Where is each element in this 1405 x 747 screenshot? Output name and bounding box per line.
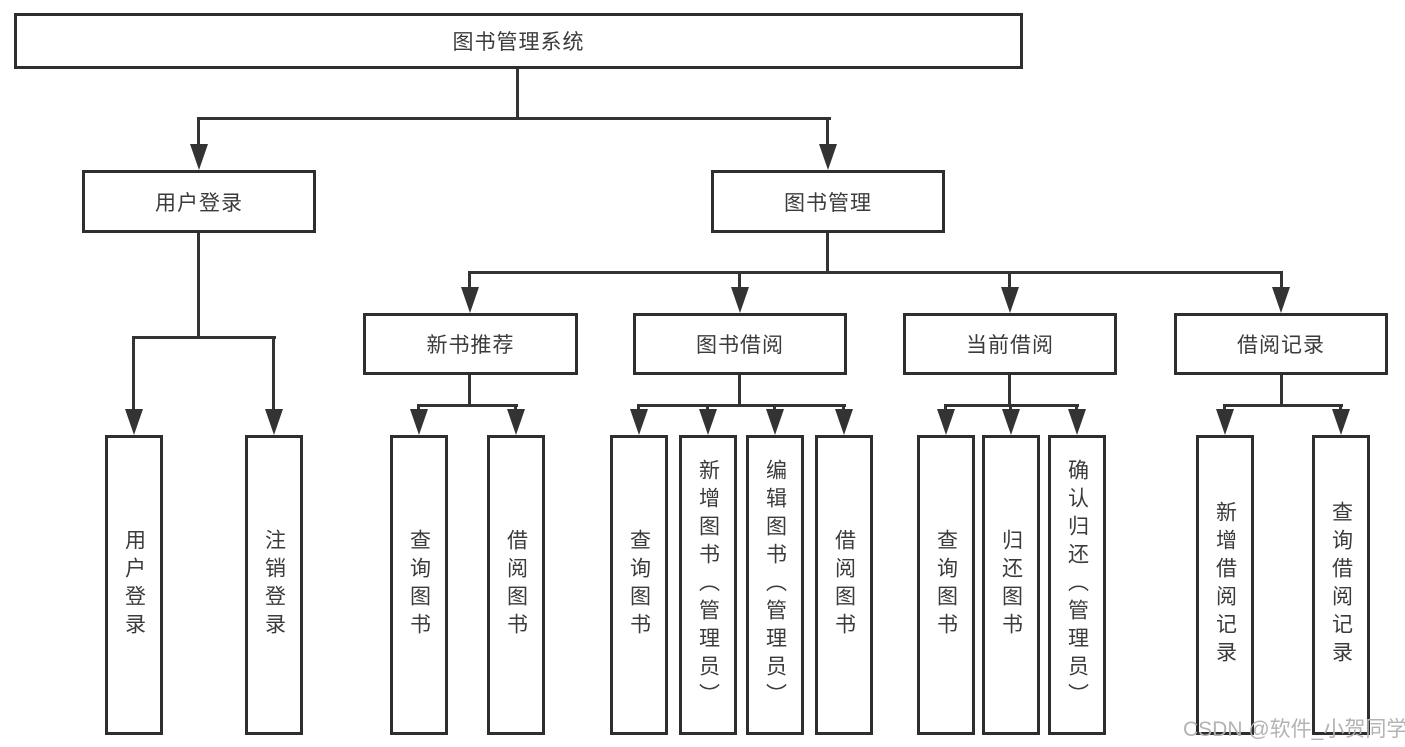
arrow-down-icon <box>1001 287 1019 313</box>
connector-line <box>1008 271 1011 289</box>
leaf-label: 借阅图书 <box>504 529 528 641</box>
leaf-edit-books-admin: 编辑图书（管理员） <box>746 435 804 735</box>
leaf-label: 注销登录 <box>262 529 286 641</box>
arrow-down-icon <box>819 144 837 170</box>
arrow-down-icon <box>630 409 648 435</box>
connector-line <box>1339 404 1342 413</box>
connector-line <box>514 404 517 413</box>
connector-line <box>773 404 776 413</box>
connector-line <box>637 404 846 407</box>
connector-line <box>197 233 200 337</box>
arrow-down-icon <box>1272 287 1290 313</box>
connector-line <box>197 117 200 149</box>
node-borrow-records: 借阅记录 <box>1174 313 1388 375</box>
connector-line <box>738 271 741 289</box>
node-book-borrow-label: 图书借阅 <box>696 334 784 357</box>
arrow-down-icon <box>1002 409 1020 435</box>
connector-line <box>1009 404 1012 413</box>
leaf-add-books-admin: 新增图书（管理员） <box>679 435 737 735</box>
node-root: 图书管理系统 <box>14 13 1023 69</box>
leaf-label: 查询图书 <box>934 529 958 641</box>
connector-line <box>1008 375 1011 407</box>
arrow-down-icon <box>125 409 143 435</box>
arrow-down-icon <box>699 409 717 435</box>
arrow-down-icon <box>190 144 208 170</box>
leaf-confirm-return-admin: 确认归还（管理员） <box>1048 435 1106 735</box>
connector-line <box>842 404 845 413</box>
leaf-label: 查询借阅记录 <box>1329 501 1353 669</box>
node-user-login-label: 用户登录 <box>155 191 243 215</box>
leaf-label: 查询图书 <box>407 529 431 641</box>
node-current-borrow: 当前借阅 <box>903 313 1117 375</box>
arrow-down-icon <box>1216 409 1234 435</box>
leaf-return-books: 归还图书 <box>982 435 1040 735</box>
node-borrow-records-label: 借阅记录 <box>1237 334 1325 357</box>
node-book-management: 图书管理 <box>711 170 945 233</box>
arrow-down-icon <box>937 409 955 435</box>
node-book-borrow: 图书借阅 <box>633 313 847 375</box>
connector-line <box>132 336 276 339</box>
connector-line <box>826 117 829 149</box>
leaf-label: 借阅图书 <box>832 529 856 641</box>
arrow-down-icon <box>507 409 525 435</box>
connector-line <box>1280 271 1283 289</box>
arrow-down-icon <box>1068 409 1086 435</box>
connector-line <box>1075 404 1078 413</box>
leaf-query-books-3: 查询图书 <box>917 435 975 735</box>
node-user-login: 用户登录 <box>82 170 316 233</box>
arrow-down-icon <box>410 409 428 435</box>
connector-line <box>826 233 829 273</box>
leaf-label: 用户登录 <box>122 529 146 641</box>
arrow-down-icon <box>766 409 784 435</box>
csdn-watermark: CSDN @软件_小贺同学 <box>1183 718 1405 741</box>
leaf-label: 查询图书 <box>627 529 651 641</box>
leaf-label: 新增图书（管理员） <box>696 459 720 711</box>
connector-line <box>516 69 519 118</box>
node-book-management-label: 图书管理 <box>784 191 872 215</box>
connector-line <box>1280 375 1283 407</box>
leaf-add-borrow-record: 新增借阅记录 <box>1196 435 1254 735</box>
connector-line <box>417 404 420 413</box>
connector-line <box>706 404 709 413</box>
leaf-label: 编辑图书（管理员） <box>763 459 787 711</box>
connector-line <box>738 375 741 407</box>
connector-line <box>637 404 640 413</box>
connector-line <box>417 404 518 407</box>
leaf-query-books-1: 查询图书 <box>390 435 448 735</box>
leaf-borrow-books-1: 借阅图书 <box>487 435 545 735</box>
node-new-book-recommend: 新书推荐 <box>363 313 578 375</box>
leaf-query-borrow-record: 查询借阅记录 <box>1312 435 1370 735</box>
node-root-label: 图书管理系统 <box>452 31 585 54</box>
connector-line <box>468 271 1283 274</box>
connector-line <box>132 336 135 411</box>
connector-line <box>944 404 947 413</box>
leaf-query-books-2: 查询图书 <box>610 435 668 735</box>
connector-line <box>468 271 471 289</box>
node-current-borrow-label: 当前借阅 <box>966 334 1054 357</box>
connector-line <box>1223 404 1343 407</box>
arrow-down-icon <box>265 409 283 435</box>
leaf-borrow-books-2: 借阅图书 <box>815 435 873 735</box>
leaf-logout: 注销登录 <box>245 435 303 735</box>
leaf-user-login: 用户登录 <box>105 435 163 735</box>
leaf-label: 新增借阅记录 <box>1213 501 1237 669</box>
connector-line <box>468 375 471 407</box>
connector-line <box>197 117 831 120</box>
connector-line <box>1223 404 1226 413</box>
leaf-label: 确认归还（管理员） <box>1065 459 1089 711</box>
arrow-down-icon <box>835 409 853 435</box>
arrow-down-icon <box>1332 409 1350 435</box>
node-new-book-recommend-label: 新书推荐 <box>426 334 515 357</box>
leaf-label: 归还图书 <box>999 529 1023 641</box>
connector-line <box>272 336 275 411</box>
arrow-down-icon <box>731 287 749 313</box>
arrow-down-icon <box>461 287 479 313</box>
